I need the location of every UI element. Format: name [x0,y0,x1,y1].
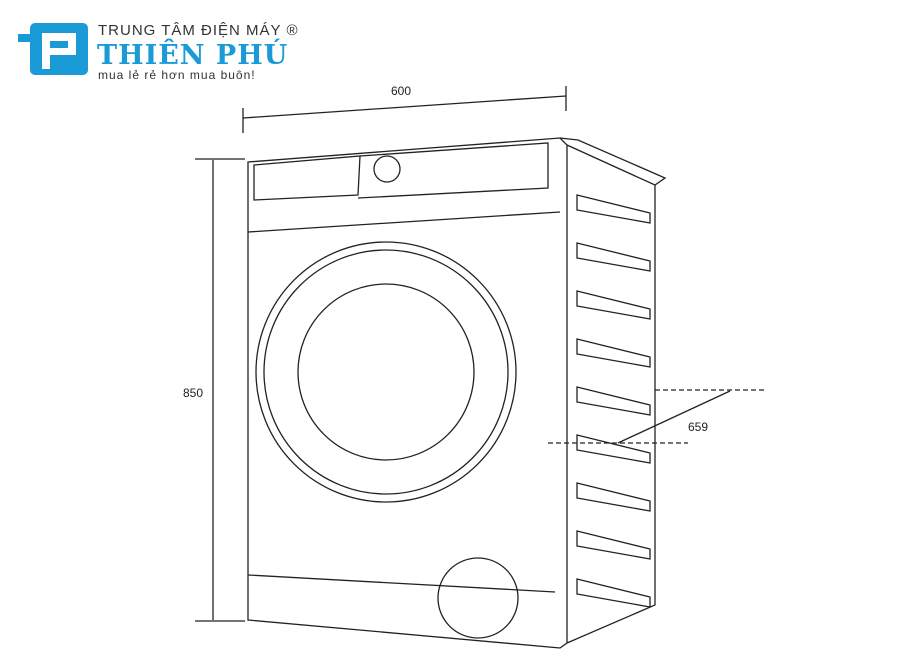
vent-slot [576,434,651,464]
vent-slot [576,194,651,224]
machine-body [247,137,667,649]
logo-icon [18,23,88,75]
side-vents [576,194,651,608]
logo-brand: THIÊN PHÚ [97,40,289,71]
depth-label: 659 [688,420,709,434]
height-label: 850 [183,386,204,400]
vent-slot [576,386,651,416]
vent-slot [576,338,651,368]
logo-title: TRUNG TÂM ĐIỆN MÁY ® [98,22,299,39]
height-dimension [195,158,245,622]
vent-slot [576,242,651,272]
vent-slot [576,578,651,608]
depth-dimension [548,389,765,444]
vent-slot [576,530,651,560]
width-label: 600 [391,84,412,98]
vent-slot [576,482,651,512]
logo-slogan: mua lẻ rẻ hơn mua buôn! [98,68,256,82]
vent-slot [576,290,651,320]
width-dimension [242,86,567,133]
